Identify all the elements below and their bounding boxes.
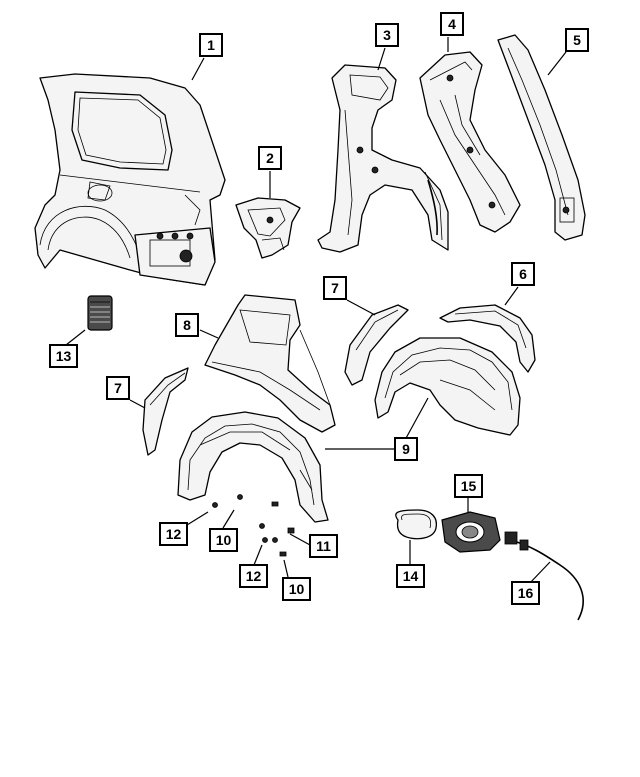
wheel-liner-part-lower: [177, 411, 329, 523]
callout-7-right: 7: [323, 276, 347, 300]
svg-text:2: 2: [266, 150, 274, 166]
svg-text:11: 11: [316, 538, 331, 554]
rear-pillar-part: [497, 34, 586, 241]
callout-7-left: 7: [106, 376, 130, 400]
callout-2: 2: [258, 146, 282, 170]
callout-10-lower: 10: [282, 577, 311, 601]
callout-15: 15: [454, 474, 483, 498]
callout-14: 14: [396, 564, 425, 588]
callout-13: 13: [49, 344, 78, 368]
pillar-reinforcement-part: [419, 51, 521, 233]
callout-8: 8: [175, 313, 199, 337]
callout-12-upper: 12: [159, 522, 188, 546]
callout-1: 1: [199, 33, 223, 57]
fuel-door-part: [395, 509, 438, 540]
svg-text:6: 6: [519, 266, 527, 282]
callout-12-lower: 12: [239, 564, 268, 588]
inner-wheelhouse-panel-part: [204, 294, 336, 433]
svg-text:12: 12: [166, 526, 182, 542]
trim-bracket-part-right: [344, 304, 409, 386]
bracket-part: [235, 197, 301, 259]
svg-text:7: 7: [114, 380, 122, 396]
svg-text:12: 12: [246, 568, 262, 584]
vent-grille-part: [87, 295, 113, 331]
callout-16: 16: [511, 581, 540, 605]
callout-10-upper: 10: [209, 528, 238, 552]
fuel-filler-housing-part: [441, 511, 501, 553]
svg-text:1: 1: [207, 37, 215, 53]
inner-body-side-part: [317, 64, 449, 253]
svg-text:16: 16: [518, 585, 534, 601]
wheelhouse-extension-part: [439, 304, 536, 373]
svg-text:9: 9: [402, 441, 410, 457]
callout-4: 4: [440, 12, 464, 36]
release-cable-part: [504, 531, 584, 621]
callout-11: 11: [309, 534, 338, 558]
svg-text:5: 5: [573, 32, 581, 48]
svg-text:8: 8: [183, 317, 191, 333]
fastener-hardware: [212, 494, 295, 557]
callout-9: 9: [394, 437, 418, 461]
svg-text:4: 4: [448, 16, 456, 32]
callout-6: 6: [511, 262, 535, 286]
callout-3: 3: [375, 23, 399, 47]
svg-text:7: 7: [331, 280, 339, 296]
svg-text:14: 14: [403, 568, 419, 584]
trim-bracket-part-left: [142, 367, 189, 456]
svg-text:10: 10: [289, 581, 305, 597]
svg-text:3: 3: [383, 27, 391, 43]
quarter-panel-part: [34, 73, 226, 286]
svg-text:15: 15: [461, 478, 477, 494]
svg-text:10: 10: [216, 532, 232, 548]
wheel-liner-part-upper: [374, 337, 521, 436]
svg-text:13: 13: [56, 348, 72, 364]
callout-5: 5: [565, 28, 589, 52]
leader-lines: [65, 37, 567, 586]
